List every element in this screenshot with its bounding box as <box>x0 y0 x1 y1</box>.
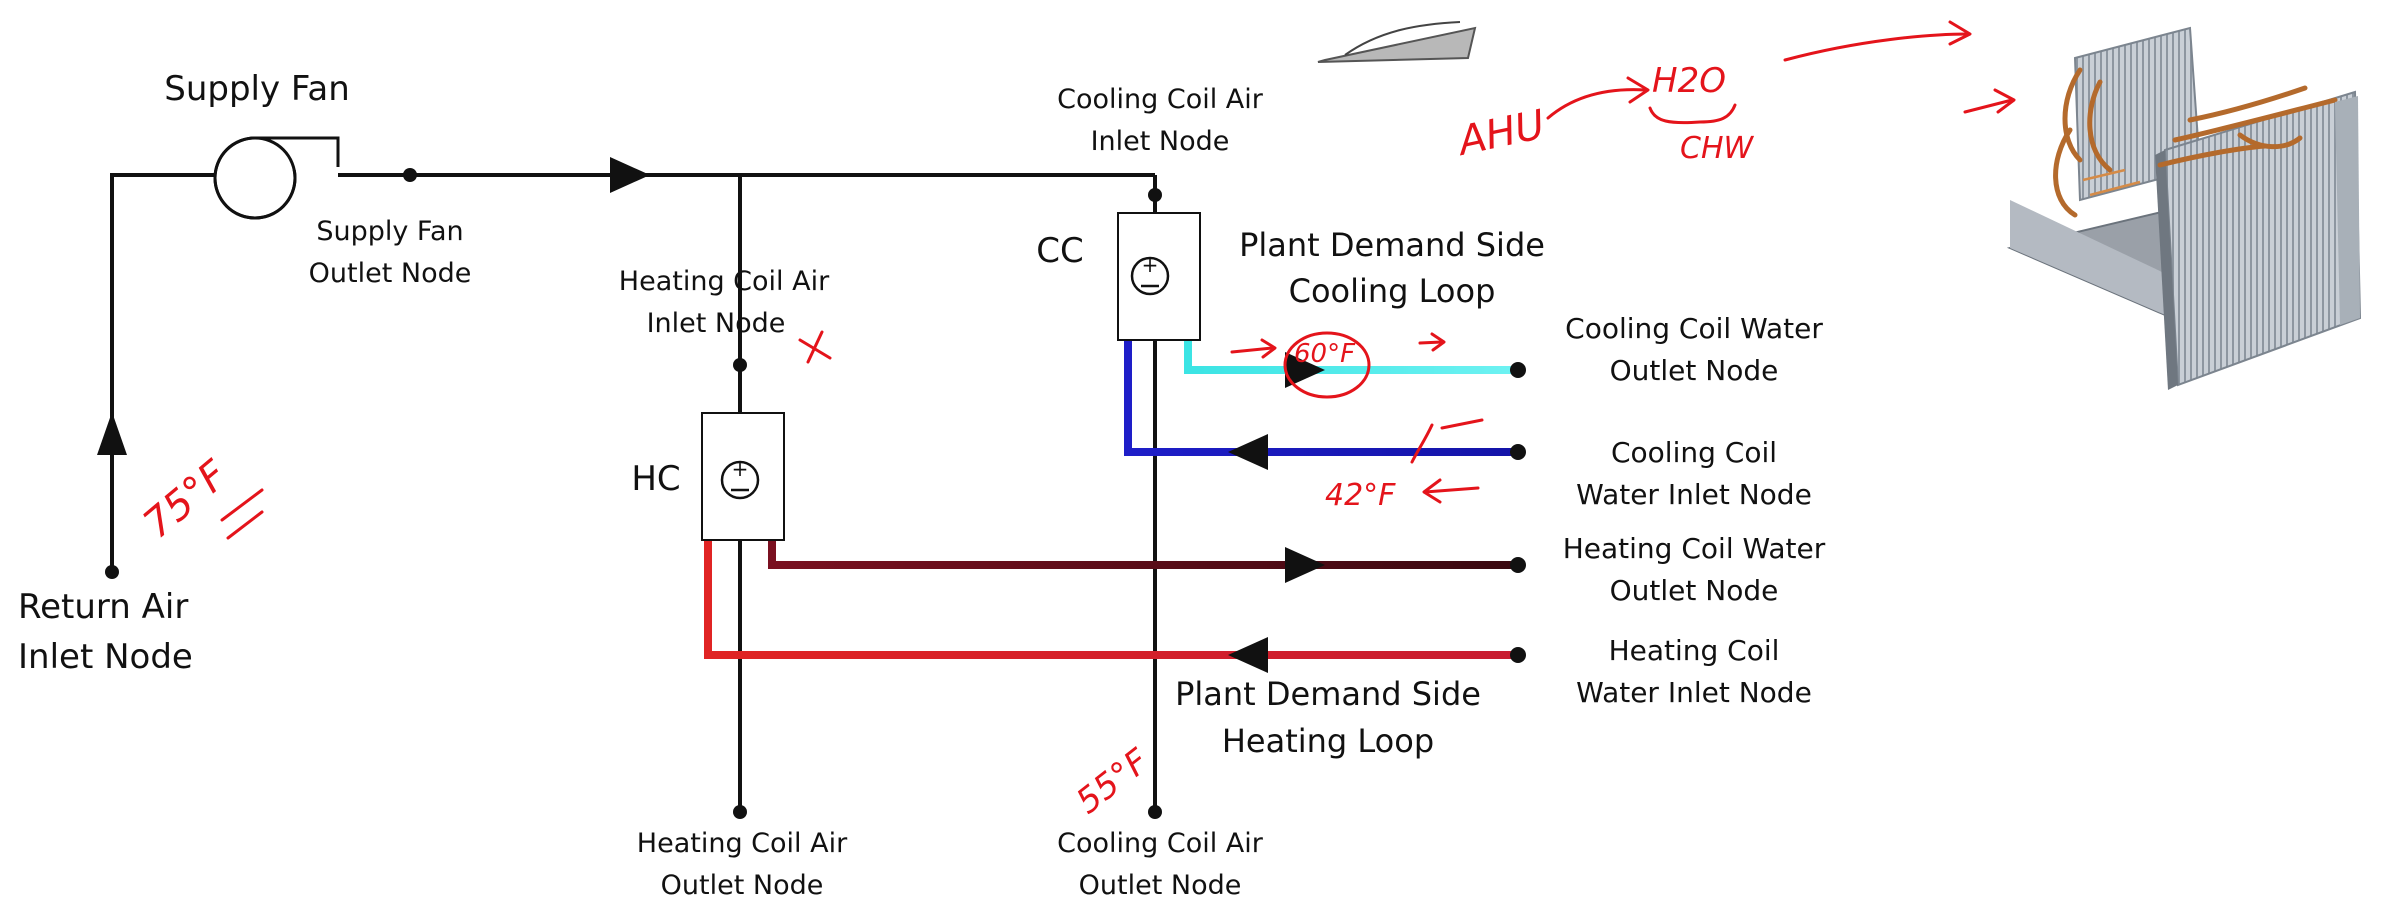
ahu-note: AHU <box>1452 102 1549 166</box>
chw-note: CHW <box>1680 131 1755 166</box>
return-flow-arrow <box>97 412 127 455</box>
temp-55-note: 55°F <box>1069 741 1157 822</box>
hc-water-outlet-label-1: Heating Coil Water <box>1563 532 1826 565</box>
plant-cooling-loop-label-2: Cooling Loop <box>1289 272 1496 310</box>
heating-coil-air-outlet-node <box>733 805 747 819</box>
hot-water-pipes <box>708 540 1515 655</box>
water-nodes <box>1510 362 1526 663</box>
plant-cooling-loop-label-1: Plant Demand Side <box>1239 226 1545 264</box>
air-flow-arrows <box>97 157 650 455</box>
chiller-coil-icon <box>2010 28 2360 390</box>
gray-fragment-icon <box>1318 22 1475 62</box>
cc-water-outlet-label-1: Cooling Coil Water <box>1565 312 1823 345</box>
plant-heating-loop-label-1: Plant Demand Side <box>1175 675 1481 713</box>
cooling-coil-air-outlet-node <box>1148 805 1162 819</box>
cooling-coil-water-inlet-node <box>1510 444 1526 460</box>
supply-fan-outlet-label-1: Supply Fan <box>316 216 463 247</box>
cc-air-outlet-label-2: Outlet Node <box>1079 870 1242 901</box>
cc-label: CC <box>1036 231 1083 271</box>
hc-water-outlet-label-2: Outlet Node <box>1610 574 1779 607</box>
hc-air-outlet-label-1: Heating Coil Air <box>637 828 848 859</box>
supply-flow-arrow <box>610 157 650 193</box>
cc-air-inlet-label-2: Inlet Node <box>1091 126 1230 157</box>
temp-42-note: 42°F <box>1325 478 1396 513</box>
plant-heating-loop-label-2: Heating Loop <box>1222 722 1434 760</box>
svg-text:+: + <box>732 457 749 481</box>
cc-water-outlet-label-2: Outlet Node <box>1610 354 1779 387</box>
supply-fan-outlet-label-2: Outlet Node <box>309 258 472 289</box>
cooling-coil-water-outlet-node <box>1510 362 1526 378</box>
cc-water-inlet-label-1: Cooling Coil <box>1611 436 1777 469</box>
cc-water-inlet-label-2: Water Inlet Node <box>1576 478 1812 511</box>
return-air-inlet-node <box>105 565 119 579</box>
temp-75-note: 75°F <box>135 451 237 547</box>
heating-coil-water-inlet-node <box>1510 647 1526 663</box>
cc-air-inlet-label-1: Cooling Coil Air <box>1057 84 1264 115</box>
svg-text:+: + <box>1142 253 1159 277</box>
return-air-label-1: Return Air <box>18 587 188 627</box>
supply-fan-label: Supply Fan <box>164 69 350 109</box>
hc-air-inlet-label-2: Inlet Node <box>647 308 786 339</box>
hc-air-outlet-label-2: Outlet Node <box>661 870 824 901</box>
cooling-coil-air-inlet-node <box>1148 188 1162 202</box>
supply-fan-outlet-node <box>403 168 417 182</box>
hc-water-inlet-label-1: Heating Coil <box>1609 634 1780 667</box>
water-flow-arrows <box>1228 352 1325 673</box>
temp-60-note: 60°F <box>1294 339 1356 369</box>
cc-air-outlet-label-1: Cooling Coil Air <box>1057 828 1264 859</box>
heating-coil: + <box>702 413 784 540</box>
cooling-coil: + <box>1118 213 1200 340</box>
heating-coil-water-outlet-node <box>1510 557 1526 573</box>
hc-label: HC <box>631 459 680 499</box>
hc-air-inlet-label-1: Heating Coil Air <box>619 266 830 297</box>
fan-icon <box>215 138 338 218</box>
heating-coil-air-inlet-node <box>733 358 747 372</box>
h2o-note: H2O <box>1652 61 1726 101</box>
hc-water-inlet-label-2: Water Inlet Node <box>1576 676 1812 709</box>
return-air-label-2: Inlet Node <box>18 637 193 677</box>
